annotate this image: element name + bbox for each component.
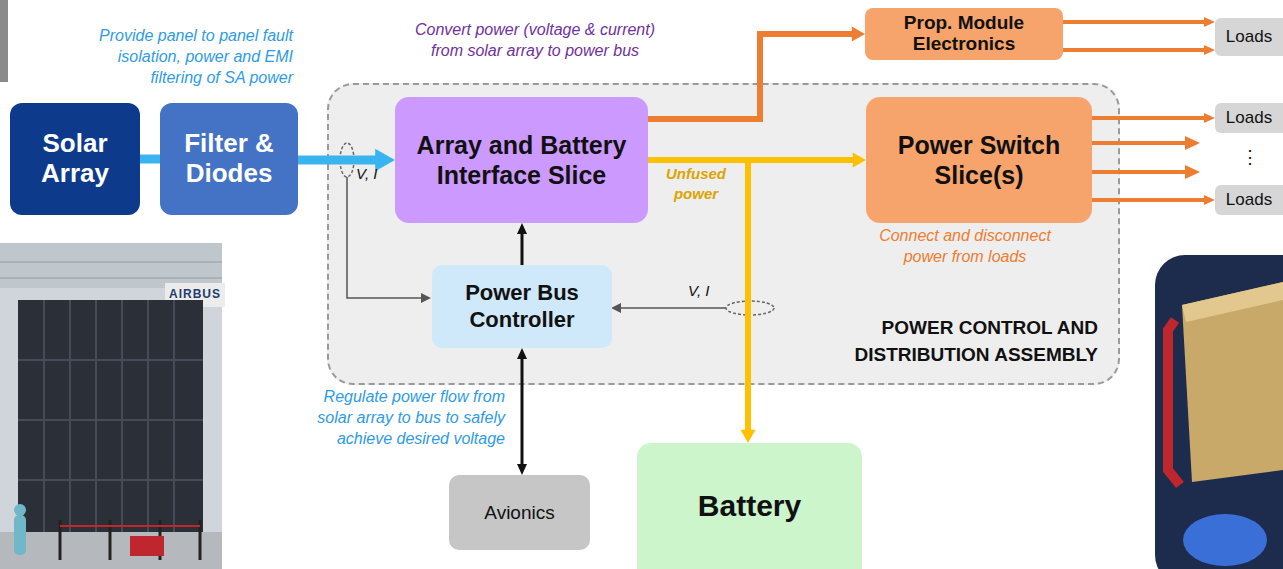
load-box: Loads: [1215, 18, 1283, 56]
connector-line: [648, 160, 748, 432]
annotation: Provide panel to panel fault isolation, …: [78, 26, 293, 88]
node-label: Solar Array: [18, 129, 132, 189]
node-label: Filter & Diodes: [168, 129, 290, 189]
connector: [1092, 113, 1215, 123]
connector-line: [298, 156, 379, 165]
photo-edge: [0, 0, 8, 82]
node-label: Loads: [1226, 190, 1272, 210]
arrowhead: [517, 464, 527, 475]
arrowhead: [375, 149, 395, 172]
node-label: Avionics: [484, 502, 554, 524]
controller-box: Power Bus Controller: [432, 265, 612, 348]
load-box: Loads: [1215, 103, 1283, 133]
region-title: POWER CONTROL AND DISTRIBUTION ASSEMBLY: [798, 314, 1098, 369]
sense-wire: [340, 143, 431, 303]
connector: [1092, 195, 1215, 205]
node-label: Loads: [1226, 27, 1272, 47]
photo-logo: AIRBUS: [167, 287, 223, 301]
arrowhead: [517, 348, 527, 359]
connector: [298, 149, 395, 172]
arrowhead: [1204, 17, 1215, 27]
node-label: Power Bus Controller: [440, 280, 604, 333]
connector-line: [1092, 116, 1206, 120]
connector-line: [648, 34, 854, 119]
load-output-arrow: [1090, 136, 1200, 179]
battery-box: Battery: [637, 443, 862, 569]
node-label: Prop. Module Electronics: [869, 13, 1059, 55]
connector: [140, 159, 160, 160]
arrowhead: [853, 153, 866, 168]
avionics-box: Avionics: [449, 475, 590, 550]
connector: [648, 160, 756, 443]
annotation: Unfused power: [664, 164, 728, 203]
connector-line: [140, 155, 160, 164]
electronics-box: Prop. Module Electronics: [865, 8, 1063, 60]
source-box: Solar Array: [10, 103, 140, 215]
annotation: Connect and disconnect power from loads: [870, 226, 1060, 268]
arrowhead: [517, 223, 527, 234]
annotation: Regulate power flow from solar array to …: [298, 387, 505, 449]
connector: [1063, 45, 1215, 55]
signal-name: V, I: [688, 282, 724, 299]
connector-line: [521, 232, 524, 265]
hardware-photo: [1155, 255, 1283, 569]
solar-array-photo: [0, 243, 225, 569]
connector: [517, 348, 527, 475]
filter-box: Filter & Diodes: [160, 103, 298, 215]
switch-slice: Power Switch Slice(s): [866, 97, 1092, 223]
arrowhead: [1204, 113, 1215, 123]
node-label: Battery: [698, 489, 801, 523]
load-box: Loads: [1215, 185, 1283, 215]
arrowhead: [852, 27, 865, 42]
arrowhead: [1204, 45, 1215, 55]
arrowhead: [741, 430, 756, 443]
connector: [517, 223, 527, 265]
connector-line: [1063, 20, 1206, 24]
connector-line: [1092, 198, 1206, 202]
connector: [648, 27, 865, 120]
node-label: Loads: [1226, 108, 1272, 128]
interface-slice: Array and Battery Interface Slice: [395, 97, 648, 223]
connector-line: [1063, 48, 1206, 52]
arrowhead: [1204, 195, 1215, 205]
ellipsis-mark: ⋮: [1240, 146, 1260, 168]
annotation: Convert power (voltage & current) from s…: [405, 20, 665, 62]
node-label: Array and Battery Interface Slice: [403, 130, 640, 190]
signal-name: V, I: [356, 165, 396, 182]
connector: [1063, 17, 1215, 27]
node-label: Power Switch Slice(s): [874, 130, 1084, 190]
connector-line: [521, 357, 524, 466]
